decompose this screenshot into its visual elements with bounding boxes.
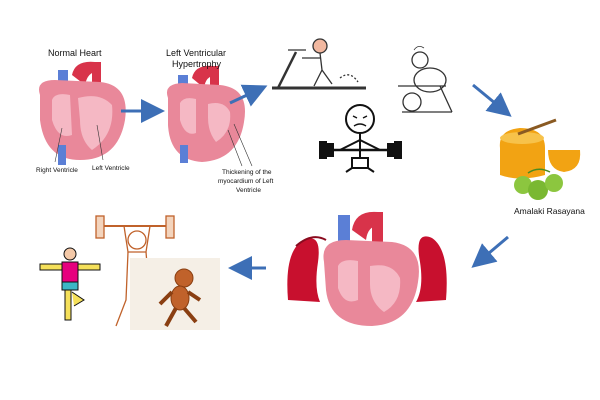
thickening-label-line1: Thickening of the [222,169,272,176]
lvh-heart-illustration [166,65,245,163]
lvh-label-line2: Hypertrophy [172,59,222,69]
arrow-lvh-to-exercise [229,84,268,107]
strong-heart-illustration [287,211,447,326]
arrow-amalaki-to-strong-heart [471,235,509,268]
amalaki-honey-illustration [499,118,581,200]
running-figure-icon [130,258,220,330]
lvh-label-line1: Left Ventricular [166,48,226,58]
normal-heart-label: Normal Heart [48,48,102,58]
amalaki-rasayana-label: Amalaki Rasayana [514,206,585,216]
arrow-exercise-to-amalaki [472,83,512,117]
left-ventricle-label: Left Ventricle [92,165,130,172]
normal-heart-illustration [39,61,126,165]
exercise-bike-icon [398,46,453,113]
thickening-label-line3: Ventricle [236,187,261,194]
thickening-label-line2: myocardium of Left [218,178,273,185]
right-ventricle-label: Right Ventricle [36,167,78,174]
treadmill-exercise-icon [272,38,366,90]
yoga-pose-icon [39,247,101,321]
weightlifter-icon [319,104,402,173]
